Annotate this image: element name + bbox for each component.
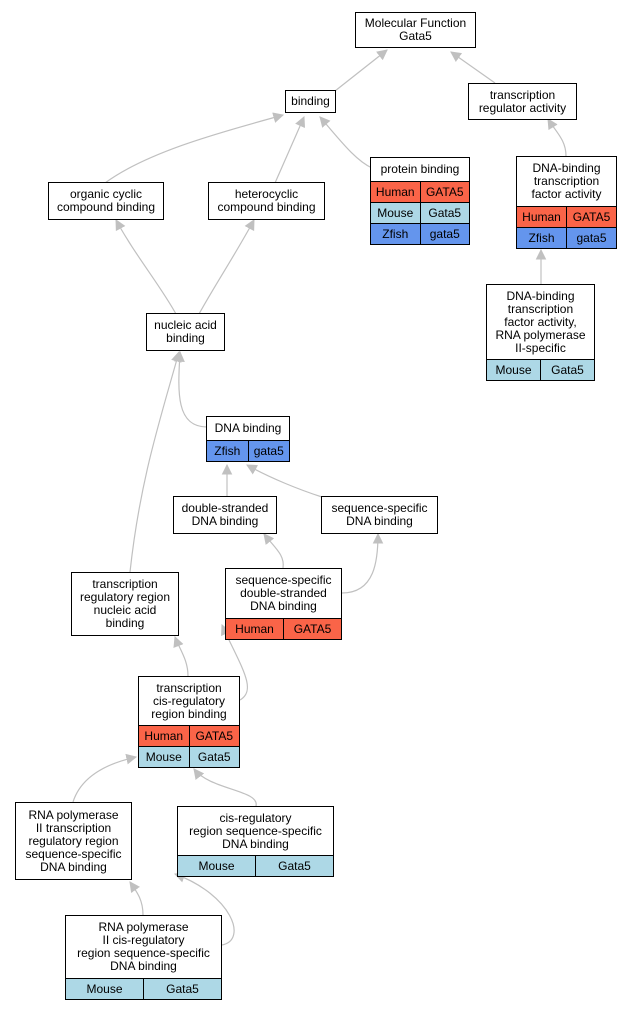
species-row: Zfish gata5: [371, 223, 469, 244]
edge-dna-binding-to-nucleic-acid: [174, 350, 208, 428]
node-label: organic cyclic compound binding: [56, 187, 156, 214]
species-row: Mouse Gata5: [487, 359, 594, 380]
species-row: Zfish gata5: [517, 227, 616, 248]
gene-cell: gata5: [566, 228, 616, 248]
node-label: transcription regulatory region nucleic …: [79, 577, 171, 630]
gene-cell: GATA5: [419, 182, 469, 202]
node-protein-binding[interactable]: protein binding Human GATA5 Mouse Gata5 …: [370, 157, 470, 245]
edge-transcription-cis-to-transcription-regulatory: [173, 635, 189, 677]
gene-cell: Gata5: [540, 360, 594, 380]
edge-nucleic-acid-to-heterocyclic: [198, 219, 255, 315]
node-label: RNA polymerase II transcription regulato…: [25, 807, 122, 874]
node-dna-binding-tf-activity-rnap2-specific[interactable]: DNA-binding transcription factor activit…: [486, 284, 595, 381]
node-cis-regulatory-region-ss-dna-binding[interactable]: cis-regulatory region sequence-specific …: [177, 806, 334, 877]
node-transcription-regulatory-region-nucleic-acid-binding[interactable]: transcription regulatory region nucleic …: [71, 572, 179, 636]
node-transcription-cis-regulatory-region-binding[interactable]: transcription cis-regulatory region bind…: [138, 676, 240, 768]
node-rnap2-transcription-regulatory-region-ss-dna-binding[interactable]: RNA polymerase II transcription regulato…: [15, 802, 132, 880]
gene-cell: Gata5: [188, 747, 239, 767]
node-organic-cyclic-compound-binding[interactable]: organic cyclic compound binding: [48, 182, 164, 220]
species-row: Mouse Gata5: [139, 746, 239, 767]
species-cell: Zfish: [517, 228, 566, 248]
species-row: Human GATA5: [517, 206, 616, 227]
species-cell: Mouse: [66, 979, 143, 999]
species-row: Human GATA5: [139, 725, 239, 746]
edge-transcription-regulatory-nucleic-acid-to-nucleic-acid: [129, 350, 182, 573]
gene-cell: Gata5: [255, 856, 333, 876]
edge-cis-regulatory-to-transcription-cis: [193, 768, 257, 807]
node-label: cis-regulatory region sequence-specific …: [189, 810, 322, 851]
species-cell: Mouse: [371, 203, 420, 223]
edge-heterocyclic-to-binding: [274, 116, 306, 184]
gene-cell: gata5: [247, 441, 289, 461]
species-row: Mouse Gata5: [178, 855, 333, 876]
gene-cell: gata5: [419, 224, 469, 244]
node-label: DNA binding: [214, 421, 282, 435]
species-cell: Mouse: [178, 856, 255, 876]
gene-cell: GATA5: [283, 619, 341, 639]
node-heterocyclic-compound-binding[interactable]: heterocyclic compound binding: [208, 182, 325, 220]
node-label: DNA-binding transcription factor activit…: [495, 288, 586, 355]
node-label: double-stranded DNA binding: [181, 501, 269, 528]
node-label: Molecular Function Gata5: [364, 16, 467, 43]
node-dna-binding[interactable]: DNA binding Zfish gata5: [206, 416, 290, 462]
species-cell: Zfish: [371, 224, 420, 244]
gene-cell: GATA5: [566, 207, 616, 227]
species-cell: Mouse: [139, 747, 189, 767]
edge-dna-binding-tf-to-transcription-regulator: [547, 118, 567, 157]
edge-rnap2-cis-to-rnap2-transcription: [129, 881, 144, 916]
edge-nucleic-acid-to-organic-cyclic: [115, 219, 177, 315]
node-label: protein binding: [380, 162, 460, 176]
node-label: binding: [291, 94, 330, 108]
species-row: Mouse Gata5: [371, 202, 469, 223]
node-sequence-specific-double-stranded-dna-binding[interactable]: sequence-specific double-stranded DNA bi…: [225, 568, 342, 640]
edge-ss-double-stranded-to-sequence-specific: [341, 532, 384, 594]
gene-cell: GATA5: [188, 726, 239, 746]
edge-rnap2-cis-to-cis-regulatory: [173, 872, 235, 946]
species-cell: Mouse: [487, 360, 540, 380]
gene-cell: Gata5: [143, 979, 221, 999]
species-row: Human GATA5: [371, 181, 469, 202]
node-dna-binding-transcription-factor-activity[interactable]: DNA-binding transcription factor activit…: [516, 156, 617, 249]
node-molecular-function[interactable]: Molecular Function Gata5: [355, 12, 476, 48]
node-rnap2-cis-regulatory-region-ss-dna-binding[interactable]: RNA polymerase II cis-regulatory region …: [65, 915, 222, 1000]
node-nucleic-acid-binding[interactable]: nucleic acid binding: [146, 313, 225, 351]
species-row: Zfish gata5: [207, 440, 289, 461]
species-cell: Human: [139, 726, 189, 746]
species-cell: Human: [371, 182, 420, 202]
node-binding[interactable]: binding: [285, 90, 336, 113]
species-row: Mouse Gata5: [66, 978, 221, 999]
species-cell: Zfish: [207, 441, 248, 461]
edge-binding-to-molecular-function: [334, 49, 388, 92]
node-label: transcription cis-regulatory region bind…: [151, 680, 227, 721]
node-label: heterocyclic compound binding: [217, 187, 316, 214]
node-label: DNA-binding transcription factor activit…: [531, 161, 602, 201]
edge-sequence-specific-to-dna-binding: [246, 464, 323, 498]
gene-cell: Gata5: [419, 203, 469, 223]
node-sequence-specific-dna-binding[interactable]: sequence-specific DNA binding: [321, 496, 438, 534]
edge-ss-double-stranded-to-double-stranded: [263, 533, 284, 569]
edge-transcription-regulator-to-molecular-function: [450, 51, 496, 84]
node-label: transcription regulator activity: [478, 87, 567, 115]
node-label: sequence-specific DNA binding: [331, 501, 428, 528]
species-cell: Human: [517, 207, 566, 227]
node-transcription-regulator-activity[interactable]: transcription regulator activity: [468, 83, 577, 120]
edge-organic-cyclic-to-binding: [104, 112, 285, 184]
node-label: RNA polymerase II cis-regulatory region …: [77, 920, 210, 973]
node-label: nucleic acid binding: [154, 318, 217, 345]
species-row: Human GATA5: [226, 618, 341, 639]
node-label: sequence-specific double-stranded DNA bi…: [235, 573, 332, 613]
edge-rnap2-transcription-to-transcription-cis: [72, 753, 138, 803]
edge-protein-binding-to-binding: [319, 116, 373, 169]
species-cell: Human: [226, 619, 283, 639]
node-double-stranded-dna-binding[interactable]: double-stranded DNA binding: [173, 496, 277, 534]
